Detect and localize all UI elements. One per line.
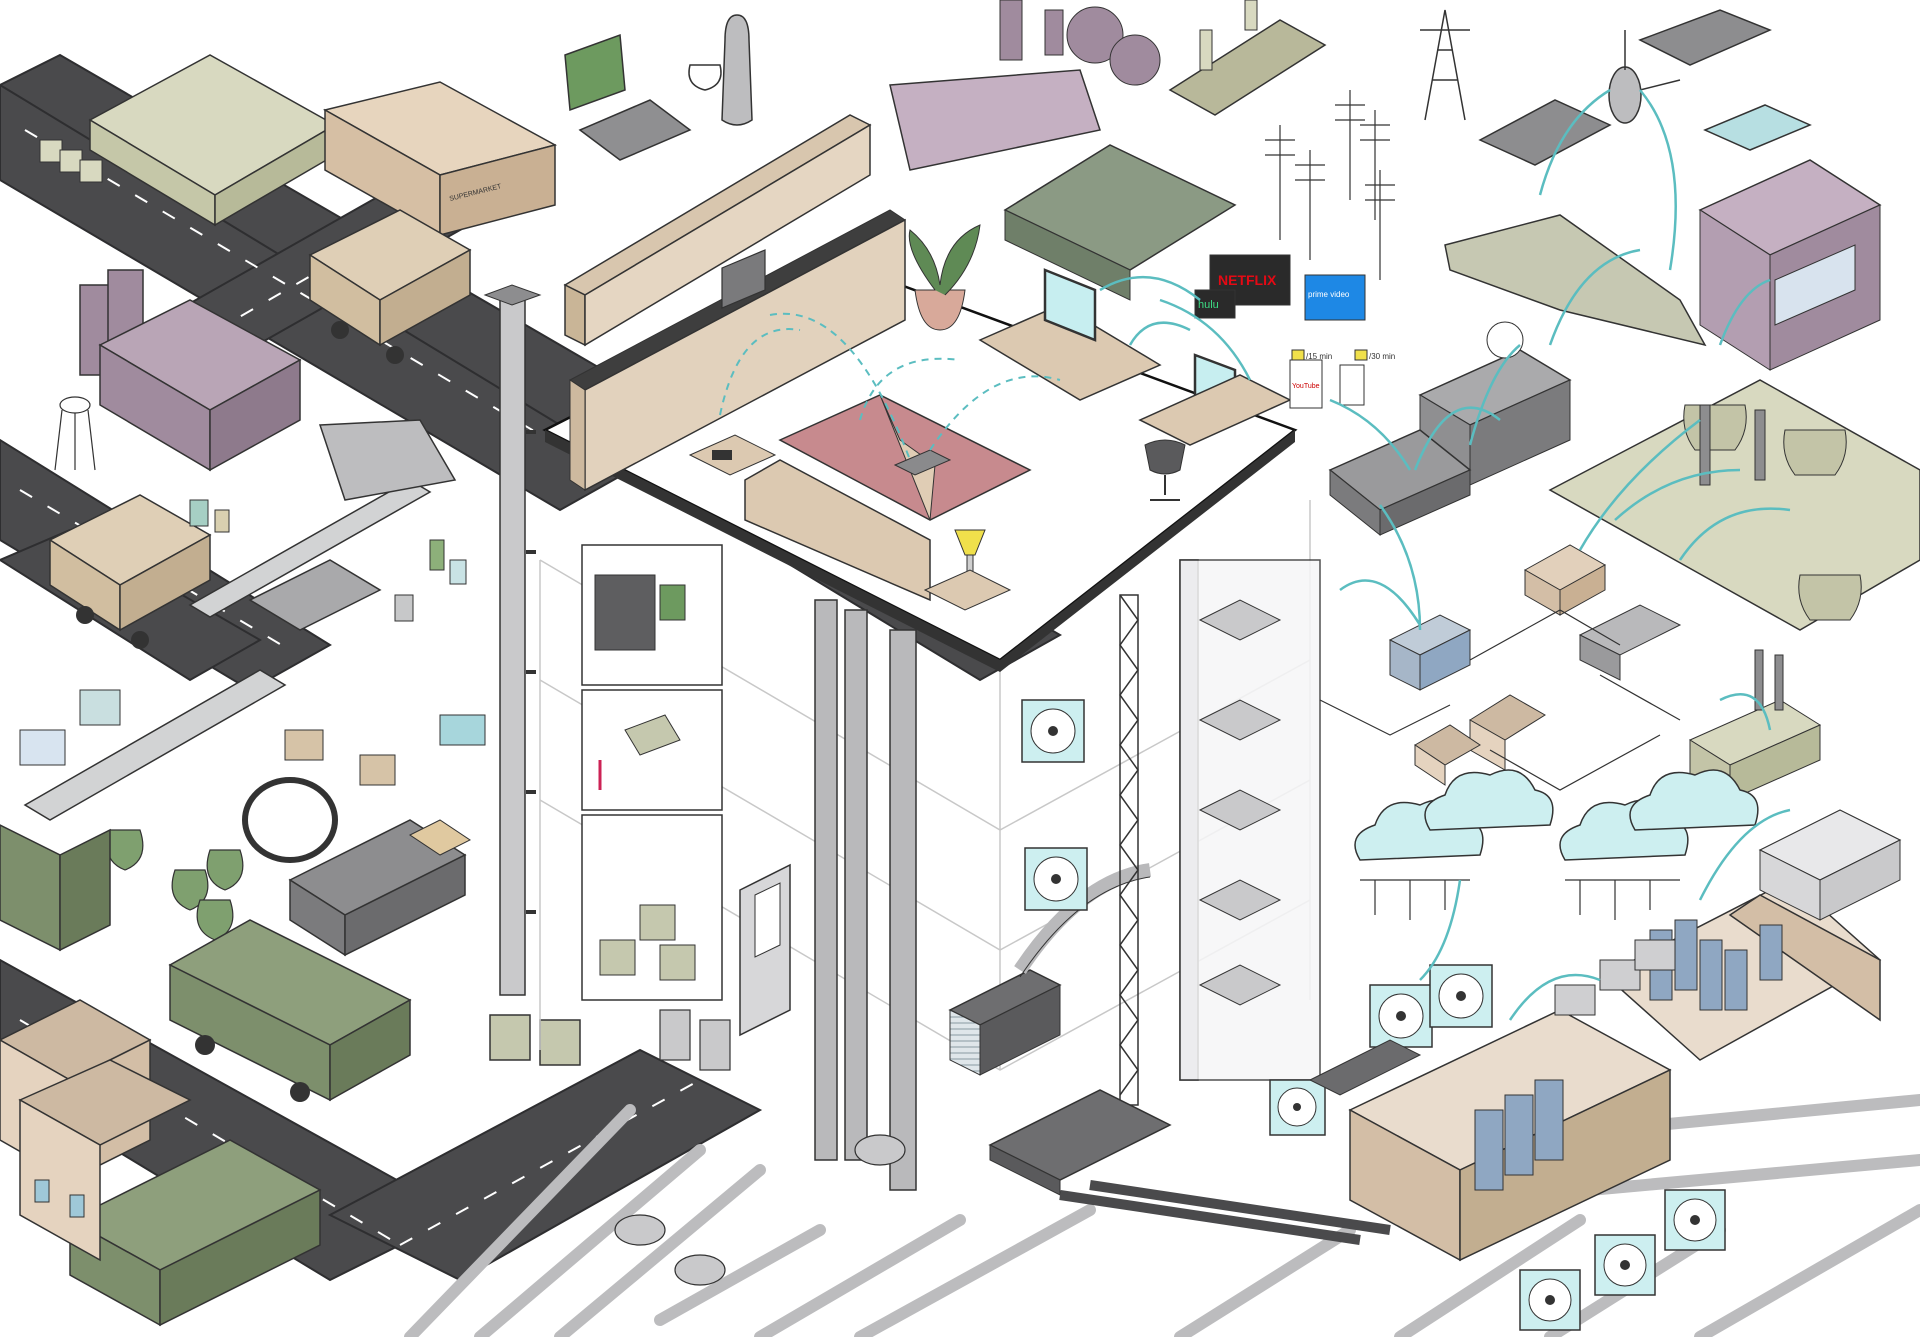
dam-hill [1003, 144, 1237, 301]
table-lamp [923, 529, 1012, 611]
network-connections [1099, 88, 1791, 1021]
mountain-ridge [1444, 214, 1707, 347]
city-wiring [1319, 609, 1681, 791]
data-center-room [1308, 1009, 1672, 1262]
fan-unit-icon [1269, 964, 1726, 1331]
recycling-conveyor [23, 419, 467, 957]
pipe-junction-unit [988, 1089, 1391, 1245]
pumps-and-valves [614, 1009, 906, 1286]
prime-video-logo: prime video [1308, 290, 1350, 299]
cloud-server-icon [1354, 769, 1759, 920]
waste-bag-icon [106, 829, 244, 941]
netflix-logo: NETFLIX [1218, 272, 1277, 288]
trash-chute-panel-2 [581, 689, 723, 811]
consumer-goods [564, 14, 753, 161]
supermarket-building: SUPERMARKET [322, 81, 558, 237]
steel-truss [1119, 594, 1139, 1106]
data-usage-badges: /15 min /30 min [1291, 349, 1395, 361]
wind-turbine [1608, 30, 1681, 124]
cooling-tower [1758, 809, 1902, 921]
garbage-truck-middle [48, 494, 212, 649]
youtube-logo: YouTube [1292, 383, 1320, 390]
badge-15-min: /15 min [1306, 352, 1332, 361]
elevator-shaft [1179, 559, 1321, 1081]
fields-top [1168, 0, 1327, 116]
nuclear-plant-base [1548, 379, 1920, 631]
bed [744, 394, 1032, 602]
greenhouse-building [39, 54, 337, 227]
purple-power-plant [1698, 159, 1882, 371]
fan-unit-icon [1021, 699, 1088, 911]
hulu-logo: hulu [1198, 299, 1219, 311]
water-tower [54, 396, 96, 471]
waste-truck-green-1 [0, 824, 111, 952]
recyclable-items [19, 499, 486, 856]
waste-truck-green-2 [168, 919, 412, 1102]
transmission-tower-icon [1420, 9, 1470, 121]
nightstand [688, 434, 777, 476]
electrical-panel [739, 863, 791, 1037]
server-farm [1554, 879, 1882, 1061]
internal-wifi-links [719, 312, 1061, 461]
factory-purple-top [889, 0, 1161, 171]
solar-panels [1478, 9, 1812, 166]
microwave [721, 249, 766, 309]
trash-chute-panel-1 [581, 544, 723, 686]
plant-pot [908, 224, 981, 331]
purple-warehouse [79, 269, 302, 472]
streaming-devices: NETFLIX hulu prime video YouTube [1194, 254, 1366, 409]
exhaust-chimney [483, 284, 542, 996]
utility-poles [1265, 90, 1395, 280]
desk-with-tv [978, 268, 1292, 446]
waste-bins-bottom [489, 1014, 581, 1066]
trash-chute-panel-3 [581, 814, 723, 1001]
residential-houses [0, 999, 192, 1262]
garbage-truck-top [308, 209, 472, 364]
office-chair [1144, 439, 1186, 501]
laptop [893, 449, 952, 476]
badge-30-min: /30 min [1369, 352, 1395, 361]
